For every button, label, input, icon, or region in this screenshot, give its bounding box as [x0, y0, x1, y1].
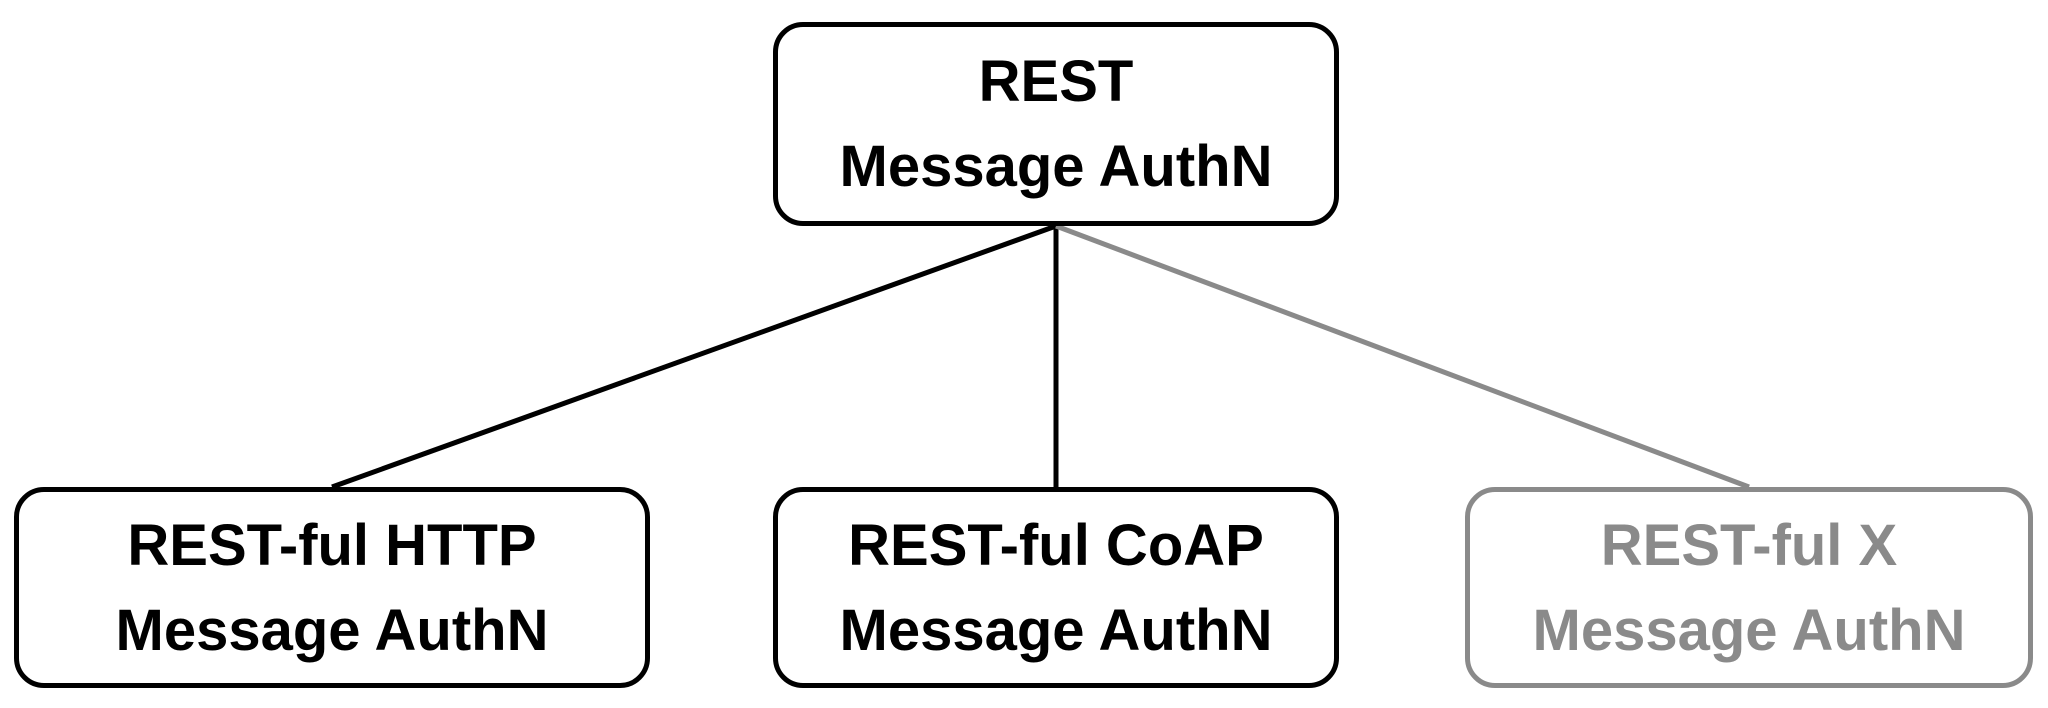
http-node-subtitle: Message AuthN	[115, 597, 549, 663]
child-node-restful-http: REST-ful HTTP Message AuthN	[14, 487, 650, 688]
child-node-restful-x: REST-ful X Message AuthN	[1465, 487, 2033, 688]
x-node-subtitle: Message AuthN	[1532, 597, 1966, 663]
root-node-rest-message-authn: REST Message AuthN	[773, 22, 1339, 226]
http-node-title: REST-ful HTTP	[127, 512, 537, 578]
coap-node-subtitle: Message AuthN	[839, 597, 1273, 663]
connector-root-to-http	[331, 223, 1057, 490]
child-node-restful-coap: REST-ful CoAP Message AuthN	[773, 487, 1339, 688]
root-node-title: REST	[978, 49, 1134, 114]
coap-node-title: REST-ful CoAP	[848, 512, 1264, 578]
root-node-subtitle: Message AuthN	[839, 134, 1273, 199]
connector-root-to-x	[1055, 223, 1750, 490]
x-node-title: REST-ful X	[1600, 512, 1898, 578]
